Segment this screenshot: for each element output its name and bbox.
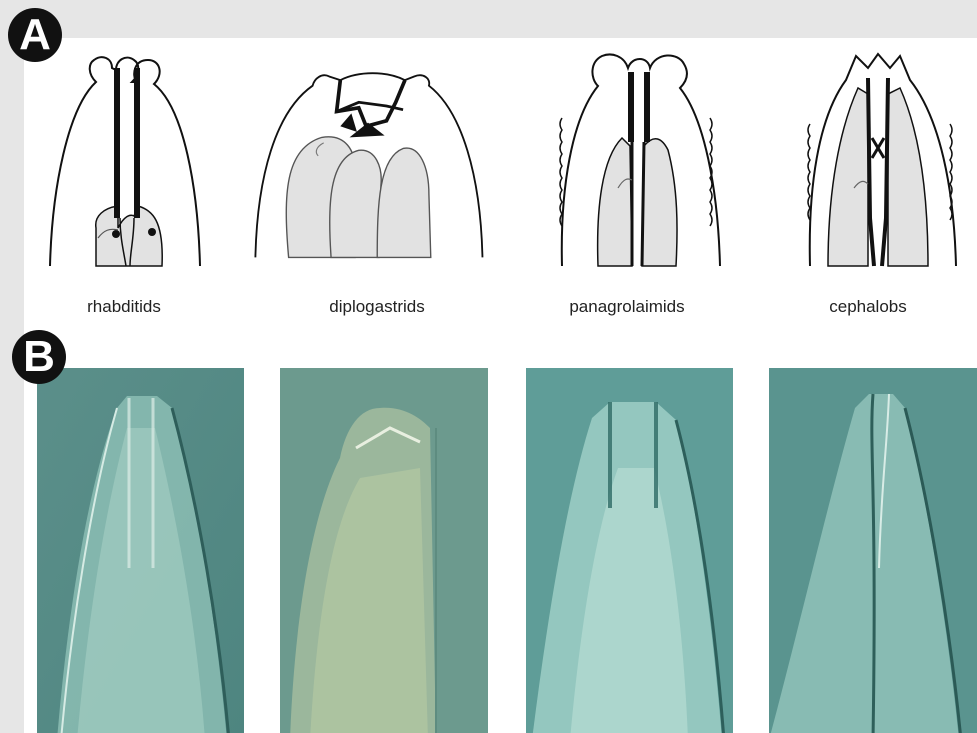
micrograph-cephalobs [769, 368, 977, 733]
panel-label-b: B [12, 330, 66, 384]
panel-label-a: A [8, 8, 62, 62]
drawing-panagrolaimids [532, 38, 772, 270]
drawing-diplogastrids [248, 38, 488, 270]
micrograph-diplogastrids [280, 368, 488, 733]
taxon-label-cephalobs: cephalobs [768, 297, 968, 317]
taxon-label-panagrolaimids: panagrolaimids [527, 297, 727, 317]
micrograph-rhabditids [37, 368, 244, 733]
drawing-rhabditids [34, 38, 274, 270]
drawing-cephalobs [774, 38, 977, 270]
micrograph-panagrolaimids [526, 368, 733, 733]
figure-panel: rhabditids diplogastrids panagrolaimids … [24, 38, 977, 733]
taxon-label-rhabditids: rhabditids [24, 297, 224, 317]
taxon-label-diplogastrids: diplogastrids [277, 297, 477, 317]
